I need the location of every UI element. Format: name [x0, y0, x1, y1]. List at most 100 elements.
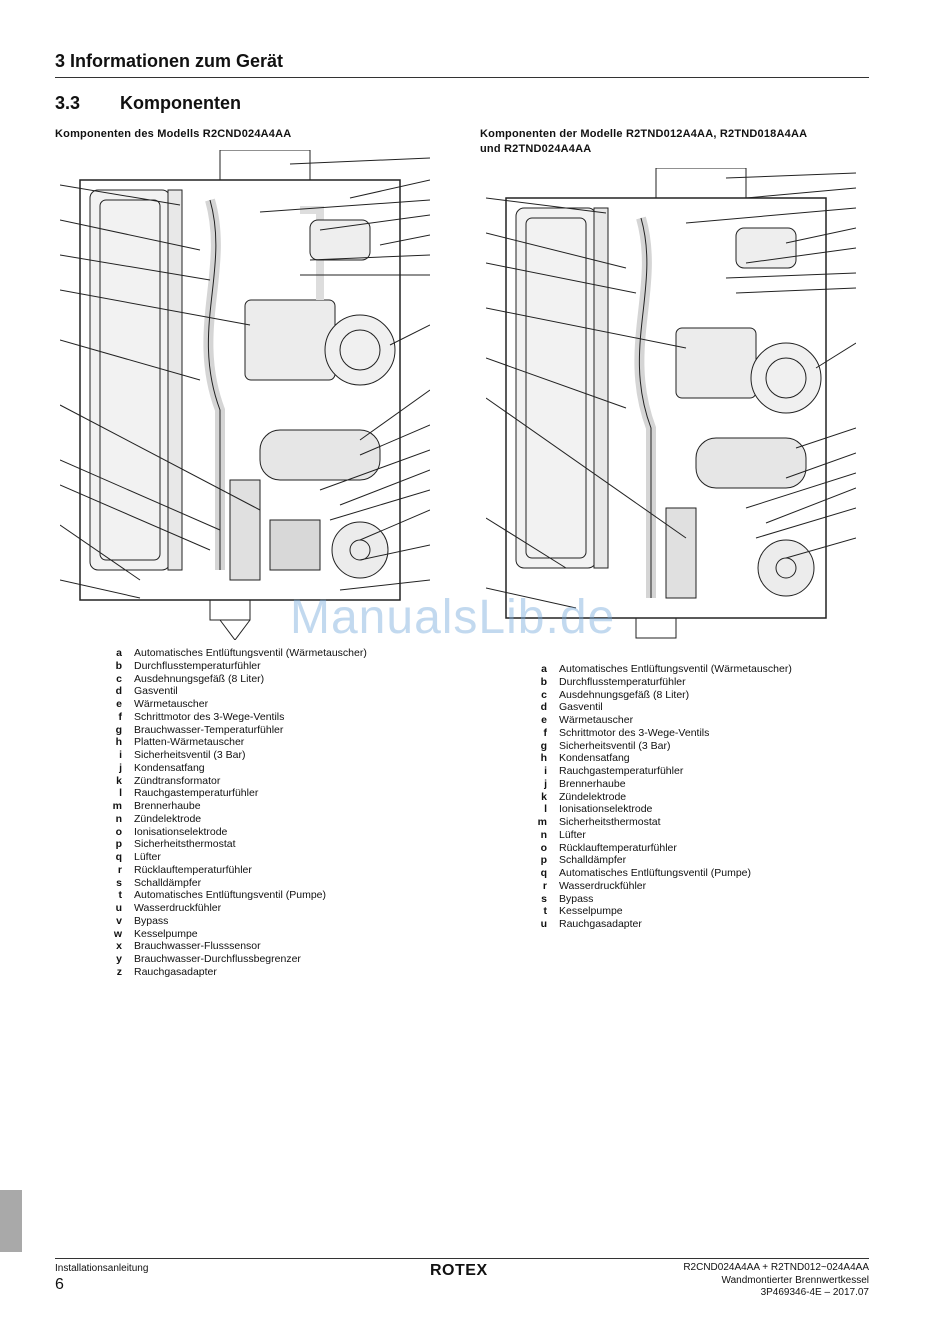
- footer-doc-id: 3P469346-4E – 2017.07: [760, 1287, 869, 1298]
- legend-text: Sicherheitsventil (3 Bar): [134, 749, 246, 761]
- legend-text: Sicherheitsthermostat: [559, 816, 661, 828]
- legend-text: Wasserdruckfühler: [134, 902, 222, 914]
- legend-key: f: [118, 710, 123, 723]
- legend-key: a: [116, 647, 122, 659]
- legend-row: o Ionisationselektrode: [95, 826, 367, 839]
- legend-text: Ionisationselektrode: [134, 825, 228, 838]
- legend-text: Durchflusstemperaturfühler: [559, 675, 686, 688]
- legend-row: r Wasserdruckfühler: [520, 880, 792, 893]
- right-subtitle-line1: Komponenten der Modelle R2TND012A4AA, R2…: [480, 128, 808, 140]
- legend-key: q: [115, 851, 122, 863]
- legend-key: o: [115, 825, 122, 838]
- legend-text: Schalldämpfer: [134, 876, 202, 889]
- legend-key: z: [116, 965, 122, 978]
- watermark: ManualsLib.de: [290, 591, 616, 644]
- component-diagram-right: [486, 168, 856, 658]
- legend-key: c: [541, 688, 547, 701]
- legend-key: b: [115, 659, 122, 672]
- legend-text: Kesselpumpe: [134, 927, 198, 940]
- legend-text: Zündelektrode: [559, 790, 627, 803]
- legend-key: a: [541, 663, 547, 675]
- legend-text: Automatisches Entlüftungsventil (Pumpe): [559, 867, 752, 879]
- legend-text: Brauchwasser-Flusssensor: [134, 940, 261, 953]
- legend-row: n Zündelektrode: [95, 813, 367, 826]
- legend-row: k Zündtransformator: [95, 775, 367, 788]
- legend-text: Schalldämpfer: [559, 854, 627, 867]
- legend-row: d Gasventil: [520, 701, 792, 714]
- legend-key: p: [115, 838, 122, 851]
- section-number: 3.3: [55, 93, 81, 113]
- legend-text: Platten-Wärmetauscher: [134, 736, 245, 749]
- legend-text: Wasserdruckfühler: [559, 879, 647, 892]
- legend-key: k: [116, 774, 122, 787]
- legend-text: Automatisches Entlüftungsventil (Wärmeta…: [134, 647, 367, 659]
- legend-text: Schrittmotor des 3-Wege-Ventils: [559, 726, 710, 739]
- legend-row: s Schalldämpfer: [95, 877, 367, 890]
- legend-key: m: [537, 816, 547, 828]
- legend-text: Automatisches Entlüftungsventil (Pumpe): [134, 889, 327, 902]
- legend-text: Ausdehnungsgefäß (8 Liter): [134, 672, 265, 685]
- legend-row: w Kesselpumpe: [95, 928, 367, 941]
- footer-models: R2CND024A4AA + R2TND012~024A4AA: [683, 1262, 869, 1273]
- legend-key: h: [115, 736, 122, 749]
- legend-text: Rauchgastemperaturfühler: [559, 765, 684, 777]
- legend-key: d: [115, 685, 122, 698]
- legend-text: Bypass: [559, 892, 594, 905]
- legend-text: Rücklauftemperaturfühler: [559, 841, 677, 854]
- legend-text: Zündelektrode: [134, 812, 202, 825]
- chapter-title: 3 Informationen zum Gerät: [55, 51, 284, 71]
- legend-key: i: [119, 749, 122, 761]
- legend-key: v: [116, 914, 122, 927]
- legend-key: n: [115, 812, 122, 825]
- side-tab: [0, 1190, 22, 1252]
- legend-key: g: [115, 723, 122, 736]
- legend-row: m Sicherheitsthermostat: [520, 816, 792, 829]
- legend-text: Gasventil: [559, 701, 603, 714]
- right-subtitle: Komponenten der Modelle R2TND012A4AA, R2…: [480, 127, 870, 157]
- legend-key: j: [544, 777, 547, 790]
- legend-key: f: [543, 726, 548, 739]
- footer-rule: [55, 1258, 869, 1259]
- legend-text: Rücklauftemperaturfühler: [134, 863, 252, 876]
- legend-key: d: [540, 701, 547, 714]
- legend-key: w: [113, 927, 122, 940]
- legend-text: Brennerhaube: [134, 800, 201, 812]
- legend-key: e: [541, 714, 547, 726]
- footer-right: R2CND024A4AA + R2TND012~024A4AA Wandmont…: [683, 1262, 869, 1300]
- legend-text: Zündtransformator: [134, 774, 221, 787]
- legend-key: y: [116, 953, 122, 965]
- legend-text: Sicherheitsthermostat: [134, 838, 236, 851]
- legend-key: c: [116, 672, 122, 685]
- legend-text: Kondensatfang: [559, 752, 630, 765]
- legend-key: e: [116, 698, 122, 710]
- legend-row: a Automatisches Entlüftungsventil (Wärmet…: [95, 647, 367, 660]
- legend-key: s: [116, 876, 122, 889]
- legend-text: Sicherheitsventil (3 Bar): [559, 739, 671, 752]
- footer-doc-type: Installationsanleitung: [55, 1263, 149, 1274]
- legend-key: r: [542, 879, 547, 892]
- legend-text: Ionisationselektrode: [559, 803, 653, 816]
- legend-row: i Sicherheitsventil (3 Bar): [95, 749, 367, 762]
